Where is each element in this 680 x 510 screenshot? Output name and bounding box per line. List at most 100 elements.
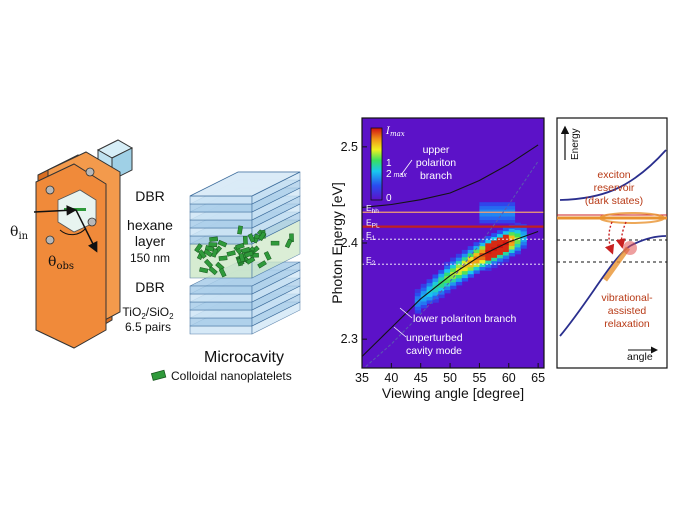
- heatmap-cell: [485, 209, 492, 214]
- heatmap-cell: [414, 295, 422, 300]
- theta-in-label: θin: [10, 224, 29, 242]
- heatmap-cell: [485, 260, 492, 265]
- hexane-thickness: 150 nm: [130, 251, 170, 265]
- nanoplatelet: [284, 238, 293, 249]
- nanoplatelet: [238, 252, 246, 263]
- heatmap-cell: [520, 241, 527, 246]
- heatmap-cell: [461, 267, 469, 272]
- dispersion-curves: [362, 144, 539, 368]
- heatmap-cell: [479, 209, 486, 214]
- heatmap-cell: [420, 290, 427, 295]
- microcavity-title: Microcavity: [204, 349, 284, 366]
- heatmap-cell: [438, 287, 445, 292]
- heatmap-cell: [491, 253, 498, 258]
- nanoplatelet: [209, 236, 219, 242]
- hexane-label-2: layer: [135, 233, 166, 249]
- heatmap-cell: [520, 231, 527, 235]
- angle-axis-label: angle: [627, 351, 653, 363]
- heatmap-cell: [461, 249, 469, 254]
- heatmap-cell: [426, 279, 433, 284]
- cavity-stack: [189, 171, 301, 335]
- heatmap-cell: [432, 274, 439, 279]
- heatmap-cell: [473, 259, 480, 264]
- heatmap-cell: [502, 258, 510, 263]
- heatmap-cell: [497, 212, 504, 217]
- heatmap-cell: [479, 242, 486, 247]
- heatmap-cell: [514, 233, 521, 237]
- heatmap-cell: [514, 240, 521, 244]
- heatmap-cell: [438, 283, 445, 288]
- x-tick-label: 65: [531, 371, 545, 385]
- heatmap-cell: [450, 278, 457, 283]
- lower-pointer: [399, 307, 413, 319]
- heatmap-cell: [450, 264, 457, 269]
- lower-branch-label: lower polariton branch: [413, 313, 516, 325]
- heatmap-cell: [444, 272, 451, 277]
- heatmap-cell: [520, 237, 527, 242]
- nanoplatelet-legend-icon: [150, 369, 167, 381]
- heatmap-cell: [467, 246, 474, 250]
- heatmap-cell: [508, 212, 516, 217]
- heatmap-cell: [420, 304, 427, 309]
- heatmap-cell: [455, 278, 463, 282]
- heatmap-cell: [485, 242, 492, 247]
- level-label-e1: E1: [366, 230, 376, 242]
- reservoir-label-1: exciton: [597, 169, 630, 181]
- incident-arrow: [33, 205, 77, 216]
- heatmap-cell: [514, 243, 521, 248]
- heatmap-cell: [491, 236, 498, 241]
- heatmap-cell: [502, 255, 510, 259]
- heatmap-cell: [420, 297, 427, 302]
- heatmap-cell: [461, 256, 469, 261]
- heatmap-cell: [497, 251, 504, 255]
- heatmap-cell: [467, 270, 474, 275]
- heatmap-cell: [485, 253, 492, 258]
- heatmap-cell: [414, 309, 422, 314]
- heatmap-cell: [497, 219, 504, 224]
- heatmap-cell: [520, 244, 527, 249]
- heatmap-cell: [455, 274, 463, 279]
- heatmap-cell: [455, 281, 463, 286]
- heatmap-cell: [414, 292, 422, 297]
- colorbar-half-num: 1: [386, 158, 392, 169]
- upper-branch-label-2: polariton: [416, 157, 456, 169]
- heatmap-cell: [420, 283, 427, 288]
- x-tick-label: 50: [443, 371, 457, 385]
- screw-icon: [45, 167, 97, 245]
- heatmap-cell: [432, 298, 439, 303]
- heatmap-cell: [479, 259, 486, 264]
- heatmap-cell: [438, 273, 445, 278]
- heatmap-cell: [414, 306, 422, 311]
- nanoplatelet: [270, 240, 280, 246]
- mirror-material: TiO2/SiO2: [122, 305, 174, 321]
- heatmap-cell: [508, 205, 516, 210]
- x-tick-label: 45: [414, 371, 428, 385]
- heatmap-cell: [485, 256, 492, 261]
- relaxation-label-1: vibrational-: [601, 292, 653, 304]
- nanoplatelet: [245, 256, 256, 265]
- heatmap-cell: [420, 301, 427, 305]
- dbr-bottom-label: DBR: [135, 279, 165, 295]
- heatmap-cell: [467, 249, 474, 254]
- nanoplatelet: [217, 239, 228, 248]
- upper-polariton-curve: [559, 149, 667, 201]
- x-tick-label: 40: [384, 371, 398, 385]
- heatmap-cell: [491, 209, 498, 214]
- level-label-e2: E2: [366, 255, 376, 267]
- heatmap-cell: [508, 219, 516, 224]
- nanoplatelet: [247, 233, 256, 243]
- heatmap-cell: [444, 265, 451, 270]
- angle-arc: [59, 227, 87, 236]
- heatmap-cell: [514, 226, 521, 231]
- nanoplatelet: [263, 251, 272, 261]
- heatmap-cell: [414, 302, 422, 307]
- heatmap-cell: [497, 237, 504, 241]
- heatmap-cell: [467, 273, 474, 278]
- heatmap-cell: [467, 256, 474, 261]
- device-illustration: θin θobs: [10, 139, 134, 349]
- nanoplatelet: [203, 248, 213, 258]
- heatmap-cell: [455, 271, 463, 275]
- heatmap-cell: [497, 247, 504, 252]
- heatmap-cell: [426, 282, 433, 287]
- heatmap-cell: [426, 293, 433, 297]
